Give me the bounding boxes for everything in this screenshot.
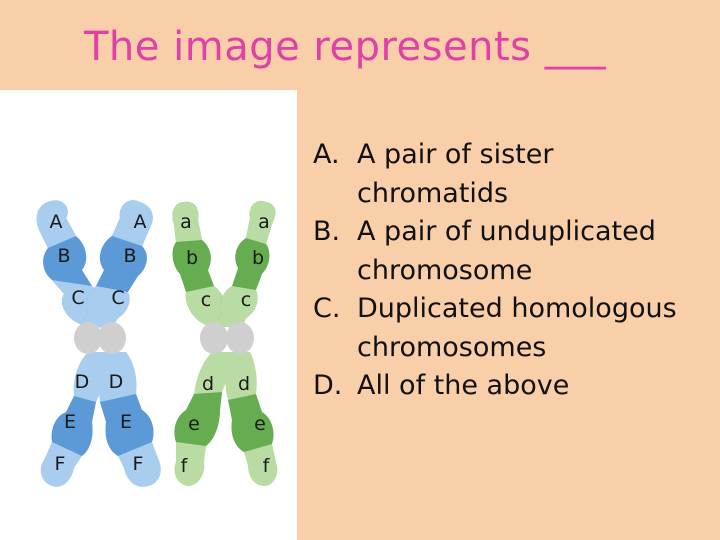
option-text-line1: All of the above	[357, 370, 570, 401]
blue-chromatid-right	[80, 200, 161, 487]
option-text-line1: A pair of unduplicated	[357, 216, 656, 247]
option-d[interactable]: D. All of the above	[313, 367, 713, 406]
option-letter: A.	[313, 139, 340, 170]
gene-label: B	[57, 245, 70, 267]
gene-label: b	[252, 247, 264, 269]
option-text-line2: chromosome	[357, 254, 533, 286]
option-a[interactable]: A. A pair of sister chromatids	[313, 136, 713, 213]
gene-label: D	[75, 371, 90, 393]
chromosome-figure: A B C D E F A B C D E F a b c d e f a b …	[0, 90, 297, 540]
blue-centromere-right	[98, 322, 126, 354]
gene-label: B	[123, 245, 136, 267]
option-c[interactable]: C. Duplicated homologous chromosomes	[313, 290, 713, 367]
gene-label: C	[71, 287, 84, 309]
option-letter: B.	[313, 216, 341, 247]
answer-options: A. A pair of sister chromatids B. A pair…	[313, 136, 713, 406]
gene-label: F	[55, 453, 66, 475]
gene-label: c	[201, 289, 211, 311]
gene-label: f	[263, 455, 271, 477]
gene-label: e	[188, 413, 200, 435]
option-text-line1: A pair of sister	[357, 139, 554, 170]
gene-label: e	[254, 413, 266, 435]
gene-label: b	[186, 247, 198, 269]
gene-label: f	[181, 455, 189, 477]
option-b[interactable]: B. A pair of unduplicated chromosome	[313, 213, 713, 290]
gene-label: d	[238, 373, 250, 395]
green-centromere-left	[200, 322, 228, 354]
gene-label: c	[241, 289, 251, 311]
blue-centromere-left	[74, 322, 102, 354]
option-text-line2: chromatids	[357, 177, 509, 209]
gene-label: E	[64, 411, 76, 433]
gene-label: a	[180, 211, 192, 233]
option-letter: C.	[313, 293, 341, 324]
gene-label: D	[109, 371, 124, 393]
option-letter: D.	[313, 370, 343, 401]
green-centromere-right	[226, 322, 254, 354]
gene-label: d	[202, 373, 214, 395]
slide-title: The image represents ___	[84, 24, 607, 70]
gene-label: A	[50, 211, 63, 233]
gene-label: A	[134, 211, 147, 233]
gene-label: F	[133, 453, 144, 475]
chromosome-illustration: A B C D E F A B C D E F a b c d e f a b …	[36, 200, 278, 487]
gene-label: C	[111, 287, 124, 309]
green-chromatid-right	[212, 200, 278, 486]
option-text-line1: Duplicated homologous	[357, 293, 677, 324]
gene-label: E	[120, 411, 132, 433]
gene-label: a	[258, 211, 270, 233]
option-text-line2: chromosomes	[357, 331, 547, 363]
